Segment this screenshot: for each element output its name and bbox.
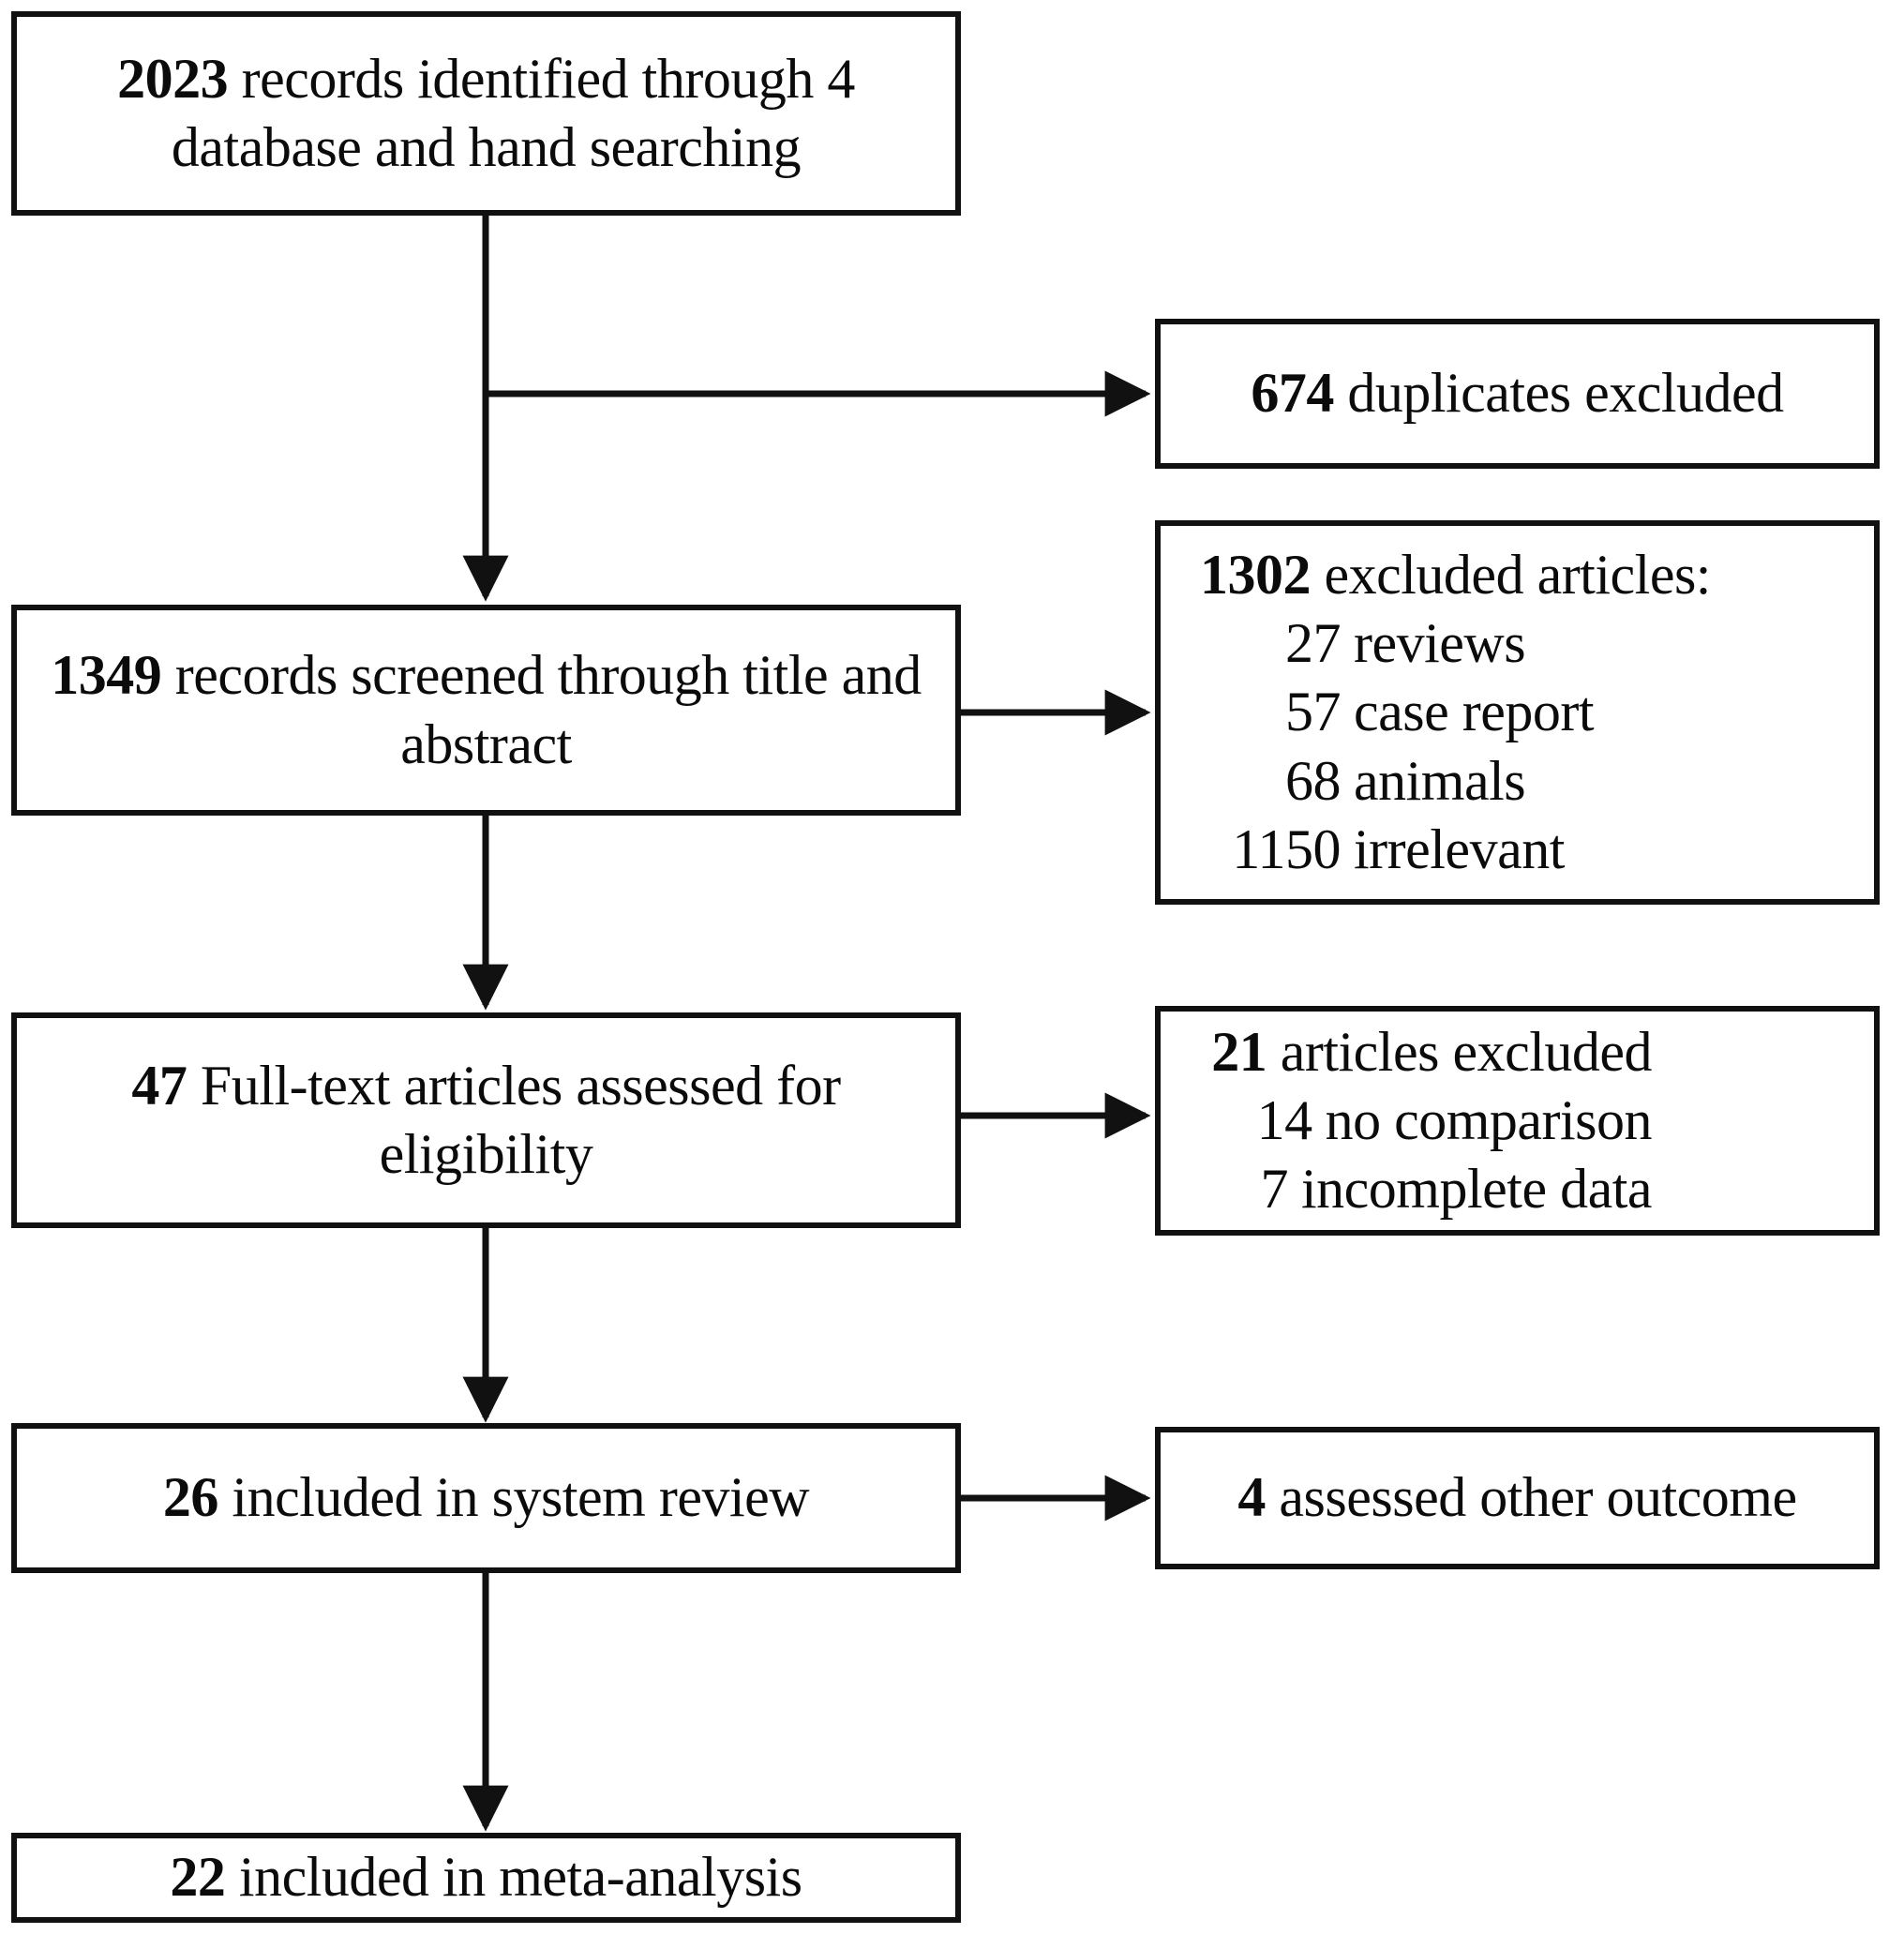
excluded-item-count: 57 — [1285, 681, 1342, 743]
node-included-meta-analysis: 22 included in meta-analysis — [11, 1833, 961, 1923]
node-other-outcome: 4 assessed other outcome — [1155, 1427, 1880, 1569]
node-records-screened-count: 1349 — [51, 644, 162, 707]
node-excluded-articles-header-label: excluded articles: — [1311, 544, 1712, 607]
node-duplicates-excluded: 674 duplicates excluded — [1155, 319, 1880, 469]
node-identification-count: 2023 — [117, 47, 229, 110]
node-records-screened-text: 1349 records screened through title and … — [51, 641, 922, 778]
node-meta-analysis-count: 22 — [170, 1846, 226, 1909]
node-other-outcome-label: assessed other outcome — [1265, 1466, 1797, 1529]
node-included-systematic-review-text: 26 included in system review — [162, 1463, 810, 1532]
fulltext-excluded-item-label: no comparison — [1325, 1088, 1653, 1151]
excluded-item-count: 27 — [1285, 612, 1342, 675]
node-records-screened: 1349 records screened through title and … — [11, 605, 961, 816]
node-identification-text: 2023 records identified through 4 databa… — [117, 45, 855, 182]
node-fulltext-excluded-header-label: articles excluded — [1267, 1020, 1653, 1083]
node-meta-analysis-label: included in meta-analysis — [225, 1846, 802, 1909]
node-duplicates-count: 674 — [1251, 362, 1334, 425]
excluded-item-label: irrelevant — [1354, 817, 1565, 880]
node-included-systematic-review: 26 included in system review — [11, 1423, 961, 1573]
node-fulltext-excluded-count: 21 — [1211, 1020, 1267, 1083]
node-excluded-articles-header: 1302 excluded articles: — [1200, 541, 1711, 609]
node-fulltext-assessed: 47 Full-text articles assessed for eligi… — [11, 1012, 961, 1228]
excluded-item-label: case report — [1354, 681, 1595, 743]
node-identification: 2023 records identified through 4 databa… — [11, 11, 961, 216]
fulltext-excluded-item-label: incomplete data — [1301, 1158, 1653, 1221]
fulltext-excluded-item-count: 7 — [1260, 1158, 1289, 1221]
node-identification-line2: database and hand searching — [171, 116, 802, 178]
node-fulltext-assessed-text: 47 Full-text articles assessed for eligi… — [131, 1052, 841, 1189]
excluded-item-label: reviews — [1354, 612, 1526, 675]
excluded-item-label: animals — [1354, 749, 1526, 812]
fulltext-excluded-item-count: 14 — [1256, 1088, 1313, 1151]
node-other-outcome-text: 4 assessed other outcome — [1237, 1463, 1797, 1532]
node-records-screened-line2: abstract — [400, 712, 572, 775]
node-fulltext-assessed-count: 47 — [131, 1054, 187, 1117]
node-other-outcome-count: 4 — [1237, 1466, 1266, 1529]
node-records-screened-line1: records screened through title and — [161, 644, 922, 707]
node-fulltext-assessed-line2: eligibility — [379, 1123, 593, 1185]
excluded-item-count: 1150 — [1232, 817, 1341, 880]
node-fulltext-excluded-header: 21 articles excluded — [1177, 1018, 1652, 1087]
node-included-review-label: included in system review — [217, 1466, 810, 1529]
node-included-meta-analysis-text: 22 included in meta-analysis — [170, 1843, 802, 1912]
node-excluded-articles-count: 1302 — [1200, 544, 1312, 607]
excluded-item-count: 68 — [1285, 749, 1342, 812]
node-duplicates-label: duplicates excluded — [1333, 362, 1784, 425]
node-duplicates-excluded-text: 674 duplicates excluded — [1251, 359, 1784, 427]
node-included-review-count: 26 — [162, 1466, 219, 1529]
node-fulltext-assessed-line1: Full-text articles assessed for — [187, 1054, 841, 1117]
node-identification-line1: records identified through 4 — [228, 47, 856, 110]
